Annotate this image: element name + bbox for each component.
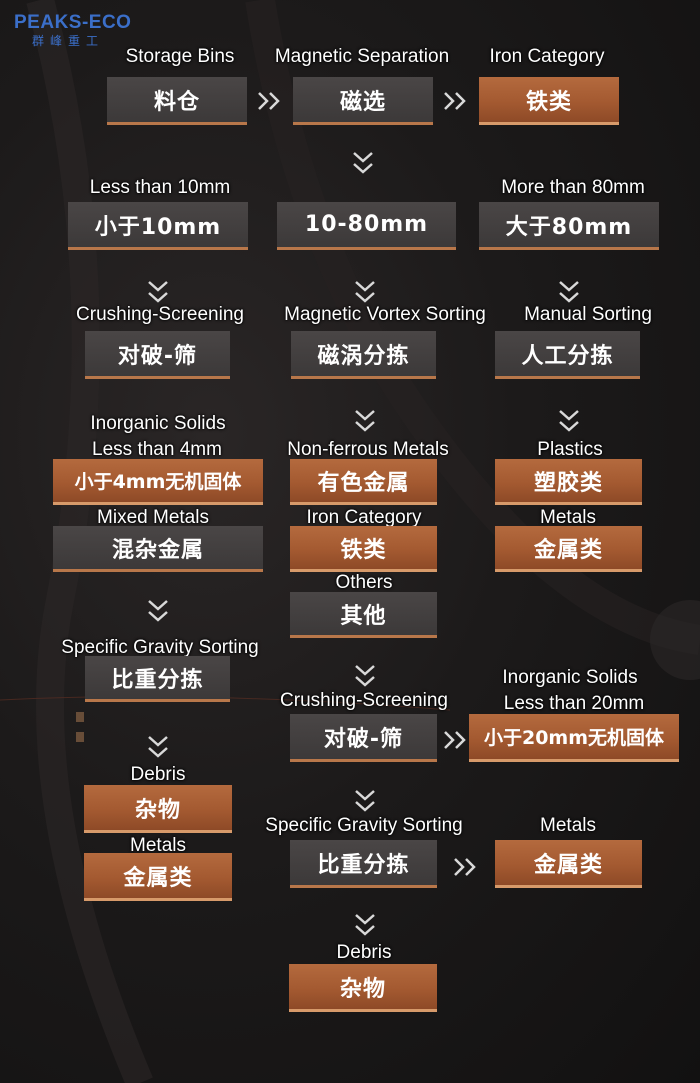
box-magnetic-separation: 磁选 xyxy=(293,77,433,125)
box-iron-category-2: 铁类 xyxy=(290,526,437,572)
label-inorganic-solids-20mm-line1: Inorganic Solids xyxy=(502,667,638,688)
label-others: Others xyxy=(335,572,393,593)
box-metals-2: 金属类 xyxy=(84,853,232,901)
box-inorganic-solids-20mm: 小于20mm无机固体 xyxy=(469,714,679,762)
box-specific-gravity-sorting-2: 比重分拣 xyxy=(290,840,437,888)
label-inorganic-solids-4mm-line2: Less than 4mm xyxy=(92,439,222,460)
logo-text-en: PEAKS-ECO xyxy=(14,12,132,33)
box-less-than-10mm: 小于10mm xyxy=(68,202,248,250)
label-metals-2: Metals xyxy=(130,835,186,856)
box-more-than-80mm: 大于80mm xyxy=(479,202,659,250)
box-metals-1: 金属类 xyxy=(495,526,642,572)
box-10-80mm: 10-80mm xyxy=(277,202,456,250)
box-crushing-screening-1: 对破-筛 xyxy=(85,331,230,379)
box-debris-1: 杂物 xyxy=(84,785,232,833)
label-crushing-screening-1: Crushing-Screening xyxy=(76,304,244,325)
double-chevron-right-icon xyxy=(258,92,280,110)
label-metals-3: Metals xyxy=(540,815,596,836)
label-magnetic-vortex-sorting: Magnetic Vortex Sorting xyxy=(284,304,486,325)
double-chevron-down-icon xyxy=(148,736,168,758)
box-inorganic-solids-4mm: 小于4mm无机固体 xyxy=(53,459,263,505)
label-mixed-metals: Mixed Metals xyxy=(97,507,209,528)
box-debris-2: 杂物 xyxy=(289,964,437,1012)
box-metals-3: 金属类 xyxy=(495,840,642,888)
double-chevron-down-icon xyxy=(353,152,373,174)
label-iron-category-2: Iron Category xyxy=(306,507,422,528)
box-others: 其他 xyxy=(290,592,437,638)
double-chevron-down-icon xyxy=(355,665,375,687)
double-chevron-down-icon xyxy=(148,281,168,303)
double-chevron-right-icon xyxy=(444,731,466,749)
label-inorganic-solids-4mm-line1: Inorganic Solids xyxy=(90,413,226,434)
label-manual-sorting: Manual Sorting xyxy=(524,304,652,325)
label-debris-1: Debris xyxy=(130,764,186,785)
double-chevron-down-icon xyxy=(355,914,375,936)
box-storage-bins: 料仓 xyxy=(107,77,247,125)
label-metals-1: Metals xyxy=(540,507,596,528)
box-iron-category-1: 铁类 xyxy=(479,77,619,125)
double-chevron-right-icon xyxy=(444,92,466,110)
box-plastics: 塑胶类 xyxy=(495,459,642,505)
label-iron-category-1: Iron Category xyxy=(489,46,605,67)
logo-text-cn: 群峰重工 xyxy=(32,34,105,48)
company-logo: PEAKS-ECO 群峰重工 xyxy=(14,12,144,56)
label-plastics: Plastics xyxy=(537,439,603,460)
box-magnetic-vortex-sorting: 磁涡分拣 xyxy=(291,331,436,379)
label-specific-gravity-sorting-2: Specific Gravity Sorting xyxy=(265,815,463,836)
double-chevron-right-icon xyxy=(454,858,476,876)
label-storage-bins: Storage Bins xyxy=(125,46,235,67)
box-specific-gravity-sorting-1: 比重分拣 xyxy=(85,656,230,702)
box-mixed-metals: 混杂金属 xyxy=(53,526,263,572)
double-chevron-down-icon xyxy=(355,790,375,812)
label-debris-2: Debris xyxy=(336,942,392,963)
box-manual-sorting: 人工分拣 xyxy=(495,331,640,379)
double-chevron-down-icon xyxy=(355,410,375,432)
label-less-than-10mm: Less than 10mm xyxy=(89,177,231,198)
label-magnetic-separation: Magnetic Separation xyxy=(274,46,450,67)
double-chevron-down-icon xyxy=(559,281,579,303)
double-chevron-down-icon xyxy=(559,410,579,432)
box-crushing-screening-2: 对破-筛 xyxy=(290,714,437,762)
label-more-than-80mm: More than 80mm xyxy=(501,177,645,198)
double-chevron-down-icon xyxy=(355,281,375,303)
label-non-ferrous-metals: Non-ferrous Metals xyxy=(287,439,449,460)
label-inorganic-solids-20mm-line2: Less than 20mm xyxy=(503,693,645,714)
box-non-ferrous-metals: 有色金属 xyxy=(290,459,437,505)
label-crushing-screening-2: Crushing-Screening xyxy=(280,690,448,711)
double-chevron-down-icon xyxy=(148,600,168,622)
label-specific-gravity-sorting-1: Specific Gravity Sorting xyxy=(61,637,259,658)
